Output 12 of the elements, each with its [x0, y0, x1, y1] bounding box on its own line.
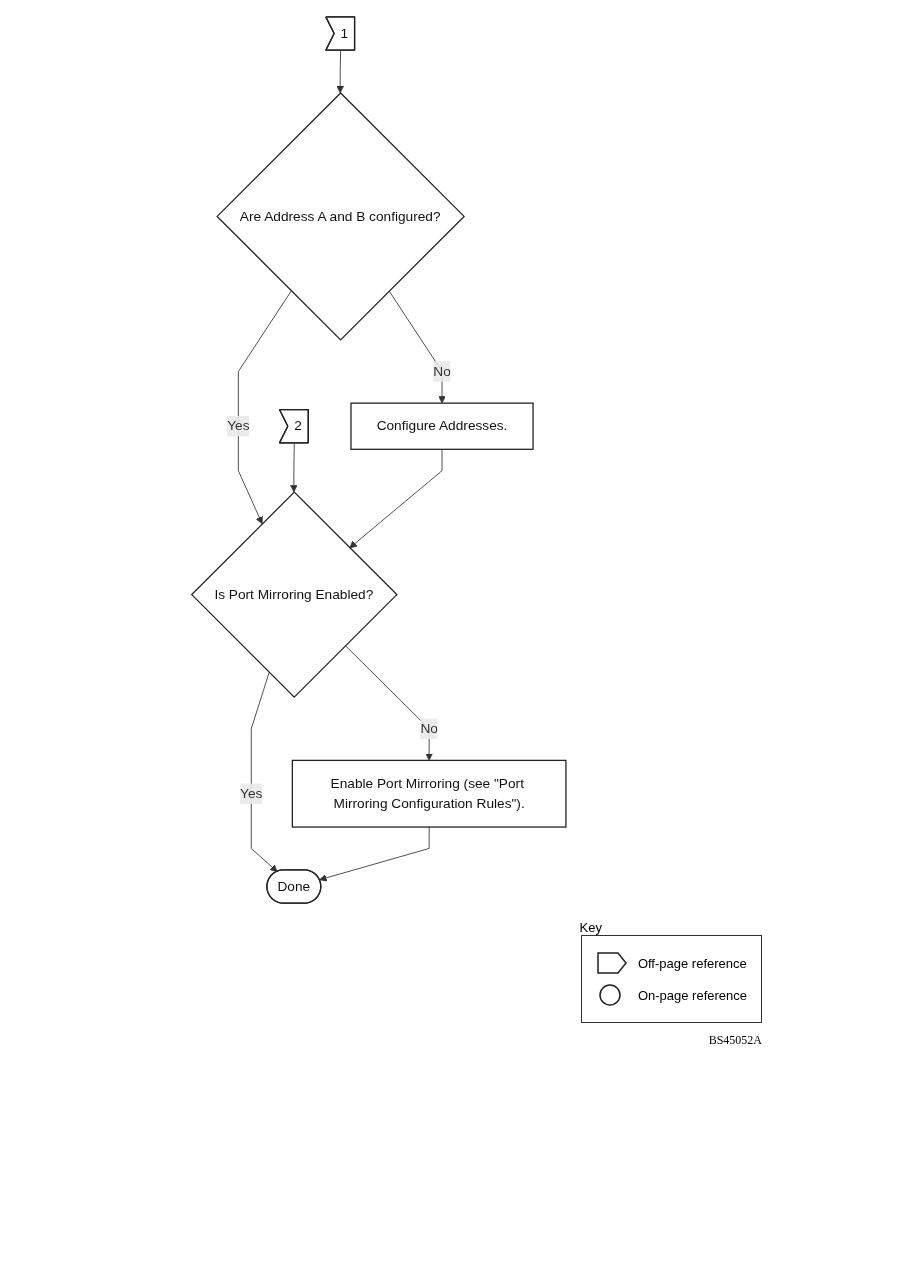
edge-label: No — [420, 721, 438, 736]
legend-text: Off-page reference — [637, 955, 747, 971]
edge-label: No — [433, 363, 451, 379]
node-box: Enable Port Mirroring (see "Port Mirroring Configuration Rules"). — [291, 759, 567, 828]
legend-heading: Key — [579, 920, 602, 935]
edge-label: Yes — [227, 418, 250, 434]
legend-text: On-page reference — [637, 987, 747, 1003]
edge-label: Yes — [240, 786, 263, 801]
node-diamond: Is Port Mirroring Enabled? — [190, 491, 398, 699]
node-box: Configure Addresses. — [350, 402, 534, 450]
node-diamond: Are Address A and B configured? — [216, 92, 465, 341]
figure-code: BS45052A — [708, 1033, 762, 1048]
